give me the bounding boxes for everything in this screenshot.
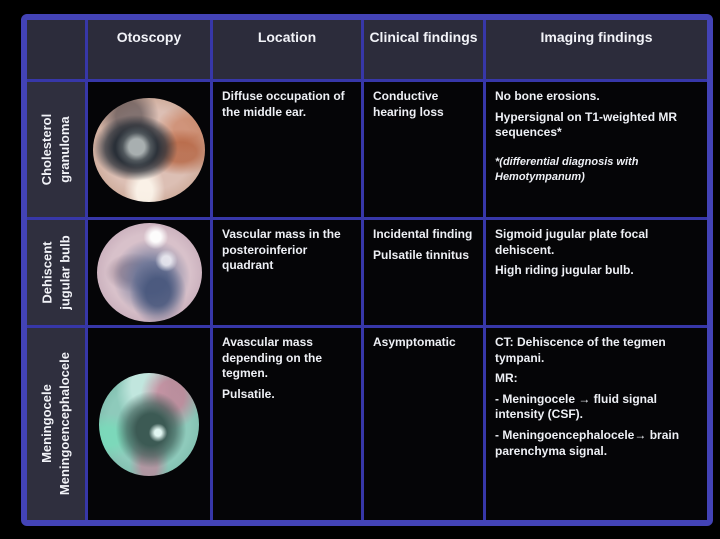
location-text: Avascular mass depending on the tegmen. xyxy=(222,335,322,381)
imaging-text: CT: Dehiscence of the tegmen tympani. xyxy=(495,335,666,365)
row-label-line1: Meningocele xyxy=(39,384,55,464)
row-label-line2: granuloma xyxy=(57,116,73,183)
row-label-text: Meningocele Meningoencephalocele xyxy=(38,352,73,495)
header-location: Location xyxy=(213,20,361,79)
header-imaging-findings: Imaging findings xyxy=(486,20,707,79)
clinical-cell: Incidental finding Pulsatile tinnitus xyxy=(364,220,483,325)
imaging-text: - Meningocele → fluid signal intensity (… xyxy=(495,391,658,422)
imaging-text: - Meningoencephalocele→ brain parenchyma… xyxy=(495,427,680,458)
row-label-text: Dehiscent jugular bulb xyxy=(38,235,73,309)
row-label-line1: Cholesterol xyxy=(39,113,55,186)
location-text: Vascular mass in the posteroinferior qua… xyxy=(222,227,341,273)
clinical-cell: Asymptomatic xyxy=(364,328,483,520)
imaging-cell: CT: Dehiscence of the tegmen tympani. MR… xyxy=(486,328,707,520)
imaging-cell: Sigmoid jugular plate focal dehiscent. H… xyxy=(486,220,707,325)
imaging-text: MR: xyxy=(495,371,518,386)
location-text: Pulsatile. xyxy=(222,386,275,401)
location-cell: Vascular mass in the posteroinferior qua… xyxy=(213,220,361,325)
otoscopy-cell xyxy=(88,82,210,217)
clinical-text: Pulsatile tinnitus xyxy=(373,247,470,262)
clinical-text: Incidental finding xyxy=(373,227,473,241)
imaging-footnote: *(differential diagnosis with Hemotympan… xyxy=(495,155,639,183)
row-label-cholesterol-granuloma: Cholesterol granuloma xyxy=(27,82,85,217)
row-label-text: Cholesterol granuloma xyxy=(38,114,73,186)
otoscopy-photo-meningocele xyxy=(99,372,199,476)
header-otoscopy: Otoscopy xyxy=(88,20,210,79)
location-cell: Avascular mass depending on the tegmen. … xyxy=(213,328,361,520)
imaging-cell: No bone erosions. Hypersignal on T1-weig… xyxy=(486,82,707,217)
imaging-text: Sigmoid jugular plate focal dehiscent. xyxy=(495,227,649,257)
imaging-text: No bone erosions. xyxy=(495,89,600,103)
header-clinical-findings: Clinical findings xyxy=(364,20,483,79)
row-label-dehiscent-jugular-bulb: Dehiscent jugular bulb xyxy=(27,220,85,325)
location-text: Diffuse occupation of the middle ear. xyxy=(222,89,345,119)
header-corner-cell xyxy=(27,20,85,79)
comparison-table: Otoscopy Location Clinical findings Imag… xyxy=(21,14,713,526)
imaging-text: Hypersignal on T1-weighted MR sequences* xyxy=(495,109,678,140)
clinical-text: Asymptomatic xyxy=(373,335,456,349)
clinical-text: Conductive hearing loss xyxy=(373,89,444,119)
otoscopy-photo-dehiscent-jugular-bulb xyxy=(96,223,202,322)
row-label-meningocele: Meningocele Meningoencephalocele xyxy=(27,328,85,520)
row-label-line2: jugular bulb xyxy=(57,235,73,310)
row-label-line1: Dehiscent xyxy=(39,241,55,304)
otoscopy-cell xyxy=(88,328,210,520)
otoscopy-photo-cholesterol-granuloma xyxy=(93,97,205,202)
location-cell: Diffuse occupation of the middle ear. xyxy=(213,82,361,217)
clinical-cell: Conductive hearing loss xyxy=(364,82,483,217)
row-label-line2: Meningoencephalocele xyxy=(57,352,73,496)
otoscopy-cell xyxy=(88,220,210,325)
imaging-text: High riding jugular bulb. xyxy=(495,263,634,278)
